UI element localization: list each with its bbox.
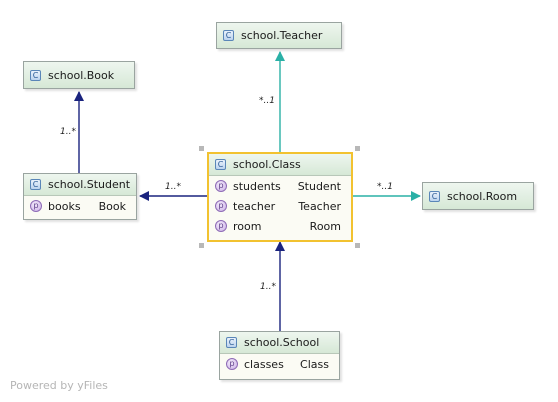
node-title: school.Class bbox=[233, 158, 301, 171]
property-row[interactable]: p students Student bbox=[209, 176, 351, 196]
node-student[interactable]: C school.Student p books Book bbox=[23, 173, 137, 220]
node-title: school.School bbox=[244, 336, 320, 349]
node-book[interactable]: C school.Book bbox=[23, 61, 135, 89]
property-name: students bbox=[233, 179, 281, 193]
property-row[interactable]: p room Room bbox=[209, 216, 351, 236]
node-school[interactable]: C school.School p classes Class bbox=[219, 331, 340, 380]
class-icon: C bbox=[215, 159, 226, 170]
class-icon: C bbox=[30, 179, 41, 190]
node-title: school.Teacher bbox=[241, 29, 323, 42]
property-name: room bbox=[233, 219, 262, 233]
property-row[interactable]: p teacher Teacher bbox=[209, 196, 351, 216]
property-icon: p bbox=[30, 200, 42, 212]
property-type: Class bbox=[300, 357, 329, 371]
property-row[interactable]: p books Book bbox=[24, 196, 136, 216]
selection-handle-nw[interactable] bbox=[199, 146, 204, 151]
node-room[interactable]: C school.Room bbox=[422, 182, 534, 210]
class-icon: C bbox=[429, 190, 440, 202]
mult-class-room: *..1 bbox=[377, 182, 393, 192]
class-icon: C bbox=[30, 69, 41, 81]
property-icon: p bbox=[215, 200, 227, 212]
class-icon: C bbox=[226, 337, 237, 348]
property-icon: p bbox=[226, 358, 238, 370]
node-title: school.Student bbox=[48, 178, 131, 191]
property-type: Book bbox=[98, 199, 126, 213]
property-name: books bbox=[48, 199, 81, 213]
node-title: school.Room bbox=[447, 189, 518, 203]
mult-student-book: 1..* bbox=[60, 127, 76, 137]
property-type: Room bbox=[309, 219, 341, 233]
property-row[interactable]: p classes Class bbox=[220, 354, 339, 374]
selection-handle-se[interactable] bbox=[355, 243, 360, 248]
property-type: Student bbox=[297, 179, 341, 193]
node-teacher[interactable]: C school.Teacher bbox=[216, 22, 342, 49]
node-class[interactable]: C school.Class p students Student p teac… bbox=[207, 152, 353, 242]
mult-class-student: 1..* bbox=[165, 182, 181, 192]
mult-class-teacher: *..1 bbox=[259, 96, 275, 106]
property-name: classes bbox=[244, 357, 284, 371]
selection-handle-sw[interactable] bbox=[199, 243, 204, 248]
selection-handle-ne[interactable] bbox=[355, 146, 360, 151]
property-icon: p bbox=[215, 180, 227, 192]
powered-by-footer: Powered by yFiles bbox=[10, 379, 108, 392]
mult-school-class: 1..* bbox=[260, 282, 276, 292]
property-name: teacher bbox=[233, 199, 276, 213]
node-title: school.Book bbox=[48, 68, 115, 82]
property-type: Teacher bbox=[298, 199, 341, 213]
property-icon: p bbox=[215, 220, 227, 232]
class-icon: C bbox=[223, 30, 234, 41]
